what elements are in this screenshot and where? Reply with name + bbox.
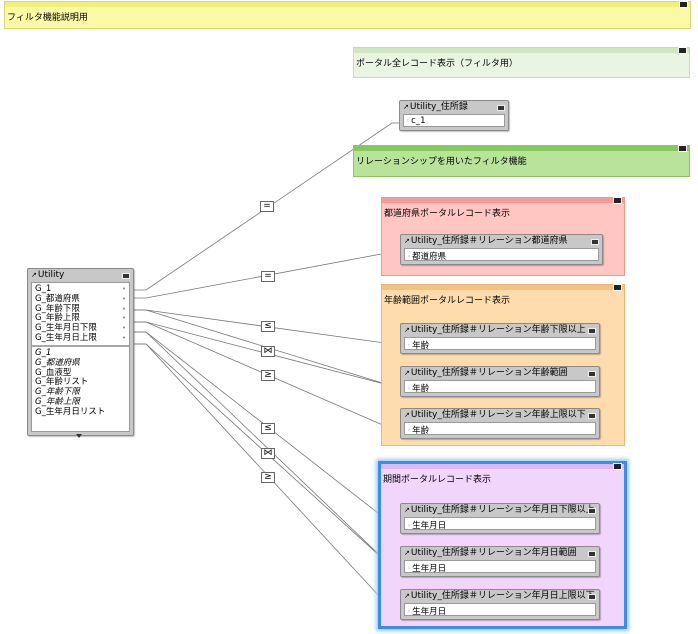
table-header[interactable]: ↗Utility_住所録＃リレーション年月日下限以上 bbox=[404, 505, 596, 515]
key-dot-icon: • bbox=[121, 294, 126, 303]
table-arrow-icon: ↗ bbox=[403, 103, 409, 111]
minimize-icon[interactable] bbox=[588, 594, 596, 600]
greater-equal-operator-icon[interactable]: ≥ bbox=[261, 370, 275, 381]
minimize-icon[interactable] bbox=[588, 413, 596, 419]
table-header[interactable]: ↗Utility_住所録＃リレーション年月日上限以下 bbox=[404, 591, 596, 601]
key-dot-icon: • bbox=[121, 304, 126, 313]
table-age-max[interactable]: ↗Utility_住所録＃リレーション年齢上限以下 ◦年齢 bbox=[400, 408, 600, 439]
minimize-icon[interactable] bbox=[613, 197, 622, 204]
greater-equal-operator-icon[interactable]: ≥ bbox=[261, 472, 275, 483]
minimize-icon[interactable] bbox=[678, 145, 687, 152]
equal-operator-icon[interactable]: = bbox=[260, 201, 274, 212]
relationship-note-title: リレーションシップを用いたフィルタ機能 bbox=[356, 157, 527, 167]
table-age-min[interactable]: ↗Utility_住所録＃リレーション年齢下限以上 ◦年齢 bbox=[400, 323, 600, 354]
minimize-icon[interactable] bbox=[497, 105, 505, 111]
less-equal-operator-icon[interactable]: ≤ bbox=[261, 423, 275, 434]
range-operator-icon[interactable]: ⋈ bbox=[261, 448, 275, 459]
table-header[interactable]: ↗Utility_住所録 bbox=[400, 101, 508, 114]
field-row[interactable]: G_生年月日上限• bbox=[35, 332, 126, 343]
table-header[interactable]: ↗Utility_住所録＃リレーション年齢下限以上 bbox=[401, 324, 599, 337]
field-row[interactable]: G_生年月日下限• bbox=[35, 323, 126, 334]
pref-note-title: 都道府県ポータルレコード表示 bbox=[384, 209, 511, 219]
field-row[interactable]: ◦年齢 bbox=[407, 426, 430, 436]
utility-table[interactable]: ↗Utility G_1• G_都道府県• G_年齢下限• G_年齢上限• G_… bbox=[27, 268, 134, 438]
key-dot-icon: • bbox=[121, 314, 126, 323]
field-row[interactable]: G_都道府県• bbox=[35, 293, 126, 304]
field-row[interactable]: G_年齢上限• bbox=[35, 313, 126, 324]
minimize-icon[interactable] bbox=[122, 273, 130, 279]
global-field-row[interactable]: G_血液型 bbox=[35, 367, 72, 378]
period-note-title: 期間ポータルレコード表示 bbox=[383, 475, 492, 485]
table-arrow-icon: ↗ bbox=[404, 326, 410, 334]
field-row[interactable]: ◦年齢 bbox=[407, 341, 430, 351]
field-row[interactable]: G_1• bbox=[35, 284, 126, 294]
table-arrow-icon: ↗ bbox=[404, 369, 410, 377]
global-field-row[interactable]: G_年齢リスト bbox=[35, 377, 89, 388]
portal-all-note-title: ポータル全レコード表示（フィルタ用） bbox=[356, 59, 518, 69]
filter-note[interactable]: フィルタ機能説明用 bbox=[4, 1, 691, 29]
utility-table-title: Utility bbox=[37, 270, 65, 280]
minimize-icon[interactable] bbox=[613, 284, 622, 291]
global-field-row[interactable]: G_都道府県 bbox=[35, 357, 80, 368]
scroll-down-icon[interactable] bbox=[76, 434, 82, 438]
key-dot-icon: • bbox=[121, 285, 126, 293]
minimize-icon[interactable] bbox=[588, 551, 596, 557]
table-arrow-icon: ↗ bbox=[404, 411, 410, 419]
field-row[interactable]: ◦生年月日 bbox=[407, 521, 447, 531]
table-arrow-icon: ↗ bbox=[404, 506, 410, 514]
table-arrow-icon: ↗ bbox=[31, 271, 37, 279]
minimize-icon[interactable] bbox=[679, 1, 688, 8]
table-age-range[interactable]: ↗Utility_住所録＃リレーション年齢範囲 ◦年齢 bbox=[400, 366, 600, 397]
less-equal-operator-icon[interactable]: ≤ bbox=[261, 321, 275, 332]
table-arrow-icon: ↗ bbox=[404, 549, 410, 557]
utility-table-header[interactable]: ↗Utility bbox=[28, 269, 133, 282]
minimize-icon[interactable] bbox=[613, 463, 622, 470]
table-date-min[interactable]: ↗Utility_住所録＃リレーション年月日下限以上 ◦生年月日 bbox=[400, 503, 600, 534]
field-row[interactable]: ◦生年月日 bbox=[407, 564, 447, 574]
global-field-row[interactable]: G_生年月日リスト bbox=[35, 406, 106, 417]
global-field-row[interactable]: G_年齢上限 bbox=[35, 396, 80, 407]
minimize-icon[interactable] bbox=[591, 239, 599, 245]
range-operator-icon[interactable]: ⋈ bbox=[261, 346, 275, 357]
field-row[interactable]: ◦年齢 bbox=[407, 384, 430, 394]
global-field-row[interactable]: G_1 bbox=[35, 348, 52, 358]
table-pref[interactable]: ↗Utility_住所録＃リレーション都道府県 ◦都道府県 bbox=[400, 234, 603, 265]
table-date-max[interactable]: ↗Utility_住所録＃リレーション年月日上限以下 ◦生年月日 bbox=[400, 589, 600, 620]
filter-note-title: フィルタ機能説明用 bbox=[7, 13, 88, 23]
portal-all-note[interactable]: ポータル全レコード表示（フィルタ用） bbox=[353, 47, 690, 78]
field-row[interactable]: ◦生年月日 bbox=[407, 607, 447, 617]
field-row[interactable]: ◦c_1 bbox=[406, 116, 426, 126]
field-row[interactable]: G_年齢下限• bbox=[35, 303, 126, 314]
global-field-row[interactable]: G_年齢下限 bbox=[35, 387, 80, 398]
relationship-note[interactable]: リレーションシップを用いたフィルタ機能 bbox=[353, 145, 690, 177]
utility-field-list[interactable]: G_1• G_都道府県• G_年齢下限• G_年齢上限• G_生年月日下限• G… bbox=[31, 282, 130, 432]
minimize-icon[interactable] bbox=[588, 328, 596, 334]
table-header[interactable]: ↗Utility_住所録＃リレーション都道府県 bbox=[401, 235, 602, 248]
key-dot-icon: • bbox=[121, 324, 126, 333]
equal-operator-icon[interactable]: = bbox=[261, 271, 275, 282]
table-jusho[interactable]: ↗Utility_住所録 ◦c_1 bbox=[399, 100, 509, 131]
table-header[interactable]: ↗Utility_住所録＃リレーション年齢範囲 bbox=[401, 367, 599, 380]
minimize-icon[interactable] bbox=[588, 508, 596, 514]
table-header[interactable]: ↗Utility_住所録＃リレーション年齢上限以下 bbox=[401, 409, 599, 422]
minimize-icon[interactable] bbox=[678, 47, 687, 54]
age-note-title: 年齢範囲ポータルレコード表示 bbox=[384, 296, 511, 306]
table-header[interactable]: ↗Utility_住所録＃リレーション年月日範囲 bbox=[401, 547, 599, 560]
table-arrow-icon: ↗ bbox=[404, 237, 410, 245]
key-dot-icon: • bbox=[121, 333, 126, 342]
table-arrow-icon: ↗ bbox=[404, 592, 410, 600]
field-row[interactable]: ◦都道府県 bbox=[407, 252, 447, 262]
minimize-icon[interactable] bbox=[588, 371, 596, 377]
table-date-range[interactable]: ↗Utility_住所録＃リレーション年月日範囲 ◦生年月日 bbox=[400, 546, 600, 577]
